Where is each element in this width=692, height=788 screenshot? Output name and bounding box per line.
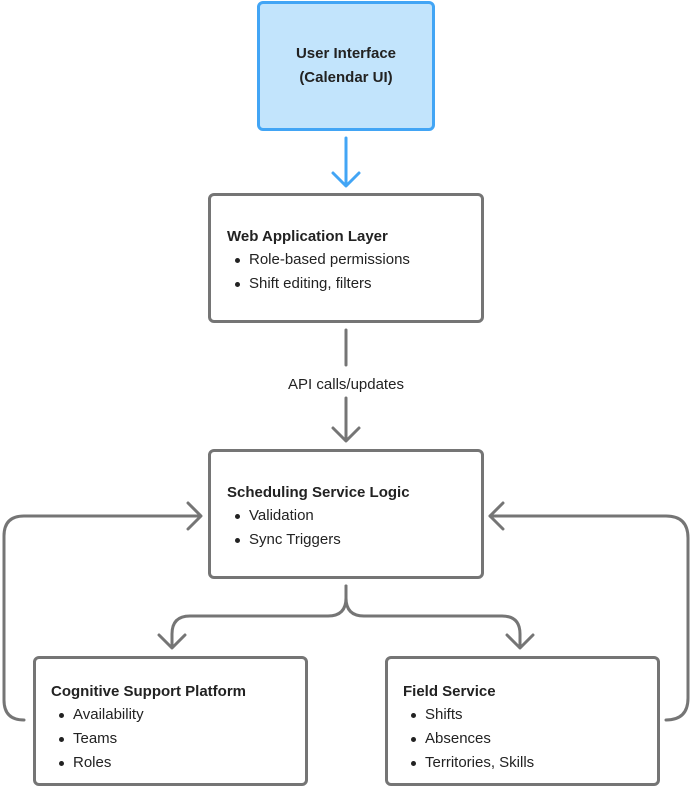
arrow-ui-to-web-app (331, 136, 361, 188)
node-scheduling-service-logic-list: Validation Sync Triggers (227, 504, 481, 552)
node-field-service-title: Field Service (403, 683, 496, 700)
list-item: Availability (51, 703, 305, 727)
list-item: Teams (51, 727, 305, 751)
node-web-application-layer-list: Role-based permissions Shift editing, fi… (227, 248, 481, 296)
node-web-application-layer-title: Web Application Layer (227, 228, 388, 245)
node-scheduling-service-logic: Scheduling Service Logic Validation Sync… (208, 449, 484, 579)
list-item: Roles (51, 751, 305, 775)
node-cognitive-support-platform-list: Availability Teams Roles (51, 703, 305, 775)
list-item: Absences (403, 727, 657, 751)
arrow-web-app-to-scheduling (331, 328, 361, 443)
node-scheduling-service-logic-title: Scheduling Service Logic (227, 484, 410, 501)
list-item: Role-based permissions (227, 248, 481, 272)
node-field-service-list: Shifts Absences Territories, Skills (403, 703, 657, 775)
node-field-service: Field Service Shifts Absences Territorie… (385, 656, 660, 786)
arrow-scheduling-to-field-service (344, 584, 535, 650)
edge-label-api-calls: API calls/updates (246, 374, 446, 396)
list-item: Sync Triggers (227, 528, 481, 552)
node-cognitive-support-platform-title: Cognitive Support Platform (51, 683, 246, 700)
list-item: Territories, Skills (403, 751, 657, 775)
node-user-interface: User Interface (Calendar UI) (257, 1, 435, 131)
arrow-field-service-to-scheduling (488, 501, 690, 722)
list-item: Validation (227, 504, 481, 528)
node-web-application-layer: Web Application Layer Role-based permiss… (208, 193, 484, 323)
arrow-scheduling-to-cognitive (157, 584, 348, 650)
list-item: Shift editing, filters (227, 272, 481, 296)
node-user-interface-title-line1: User Interface (295, 45, 397, 62)
arrow-cognitive-to-scheduling (2, 501, 203, 722)
node-cognitive-support-platform: Cognitive Support Platform Availability … (33, 656, 308, 786)
node-user-interface-title-line2: (Calendar UI) (299, 69, 393, 86)
list-item: Shifts (403, 703, 657, 727)
